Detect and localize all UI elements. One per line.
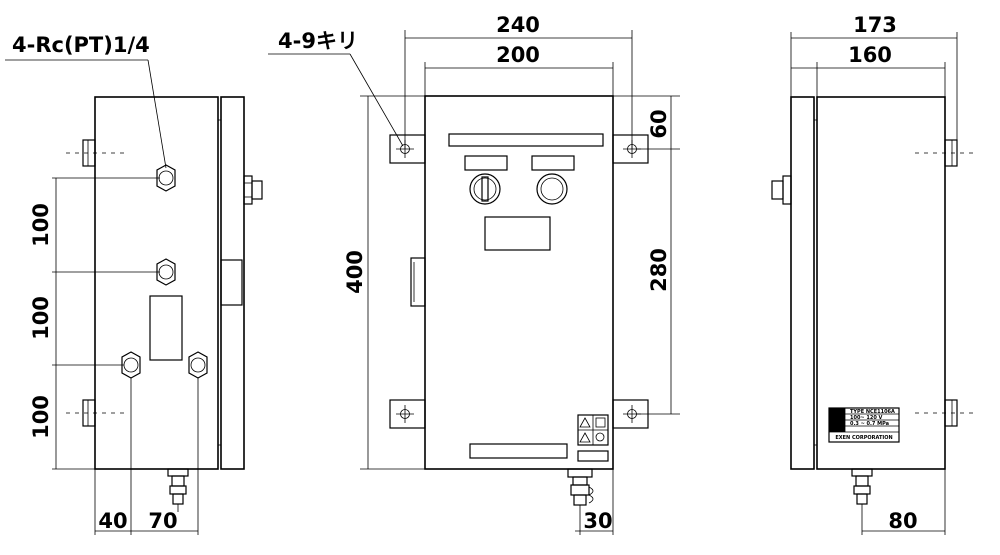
- right-rear-plate: [790, 96, 815, 470]
- left-mount-stubs: [66, 139, 125, 427]
- port-callout-label: 4-Rc(PT)1/4: [12, 33, 150, 57]
- dim-front-200: 200: [496, 43, 540, 67]
- front-bottom-slot: [469, 443, 568, 459]
- left-side-fitting: [243, 175, 263, 205]
- nameplate-row1: 100~ 120 V: [850, 415, 883, 421]
- left-bottom-connector: [167, 468, 189, 512]
- left-handle: [220, 259, 243, 306]
- front-label-window-right: [531, 155, 575, 171]
- right-side-fitting: [771, 175, 792, 205]
- front-view: [268, 30, 680, 535]
- front-display-window: [484, 216, 551, 251]
- dim-front-400: 400: [343, 250, 367, 294]
- left-rear-plate: [220, 96, 245, 470]
- port-hex-3: [121, 351, 141, 379]
- dim-front-280: 280: [647, 248, 671, 292]
- left-side-view: [5, 59, 263, 535]
- right-side-view: TYPE NCE1106A 100~ 120 V 0.3 ~ 0.7 MPa E…: [771, 32, 975, 535]
- right-bottom-connector: [851, 468, 873, 512]
- nameplate: TYPE NCE1106A 100~ 120 V 0.3 ~ 0.7 MPa E…: [828, 407, 900, 443]
- left-inner-window: [149, 295, 183, 361]
- nameplate-type: TYPE NCE1106A: [850, 409, 895, 415]
- front-door-handle: [410, 257, 426, 307]
- dim-front-30: 30: [583, 509, 612, 533]
- front-mount-brackets: [389, 134, 649, 429]
- hole-callout-label: 4-9キリ: [278, 29, 358, 53]
- front-label-window-left: [464, 155, 508, 171]
- dim-right-160: 160: [848, 43, 892, 67]
- warning-labels: [577, 414, 609, 462]
- dim-left-pitch-mid: 100: [29, 296, 53, 340]
- left-body-outline: [94, 96, 219, 470]
- nameplate-row2: 0.3 ~ 0.7 MPa: [850, 421, 889, 427]
- front-bottom-connector: [567, 468, 594, 506]
- front-top-slot: [448, 133, 604, 147]
- selector-switch: [469, 173, 501, 205]
- right-mount-stubs: [915, 139, 975, 427]
- dim-left-40: 40: [98, 509, 127, 533]
- dim-front-240: 240: [496, 13, 540, 37]
- front-body-outline: [424, 95, 614, 470]
- dim-left-pitch-top: 100: [29, 203, 53, 247]
- right-body-outline: [816, 96, 946, 470]
- push-button: [536, 173, 568, 205]
- dim-left-pitch-bottom: 100: [29, 395, 53, 439]
- nameplate-maker: EXEN CORPORATION: [835, 435, 892, 441]
- port-hex-4: [188, 351, 208, 379]
- dim-left-70: 70: [148, 509, 177, 533]
- dim-front-60: 60: [647, 109, 671, 138]
- dim-right-80: 80: [888, 509, 917, 533]
- dim-right-173: 173: [853, 13, 897, 37]
